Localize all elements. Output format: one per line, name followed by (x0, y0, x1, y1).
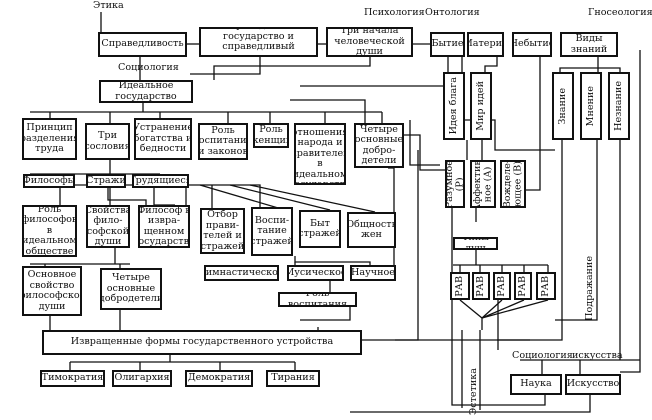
node-ignorance: Незнание (608, 72, 630, 140)
node-relations-people-rulers: Взаимо­отношения народа и правителей в и… (294, 123, 346, 185)
section-label-ethics: Этика (93, 0, 124, 11)
node-gymnastic: Гимнастическое (204, 265, 279, 281)
section-label-imitation: Подражание (584, 256, 595, 321)
node-properties-philosopher-soul: Свойства фило­софской души (86, 205, 130, 248)
soul-type-5: РАВ (536, 272, 556, 300)
node-main-property-soul: Основное свойство философской души (22, 266, 82, 316)
section-label-art: искусства (572, 350, 623, 361)
node-elimination-wealth-poverty: Устранение богатства и бедности (134, 118, 192, 160)
section-label-sociology-of-art: Социология (512, 350, 573, 361)
node-desire: Вожделе­ющее (В) (500, 160, 526, 208)
section-label-sociology: Социология (118, 62, 179, 73)
node-timocracy: Тимократия (40, 370, 105, 387)
node-community-of-wives: Общность жен (347, 212, 396, 248)
node-scientific: Научное (350, 265, 396, 281)
node-four-virtues-top: Четыре основные добро­детели (354, 123, 404, 168)
node-three-estates: Три сословия (85, 123, 130, 160)
node-role-of-education: Роль воспитания (278, 292, 357, 307)
node-philosopher-perverted-state: Философ в изврa­щенном государстве (138, 205, 190, 248)
node-soul-types: Типы душ (453, 237, 498, 250)
node-being: Бытие (430, 32, 465, 57)
node-justice: Справедливость (98, 32, 187, 57)
node-selection-rulers-guards: Отбор прави­телей и стражей (200, 208, 245, 254)
soul-type-2: РАВ (472, 272, 490, 300)
node-idea-of-good: Идея блага (443, 72, 465, 140)
node-affective: Аффектив­ное (А) (470, 160, 496, 208)
node-oligarchy: Олигархия (112, 370, 172, 387)
node-world-of-ideas: Мир идей (470, 72, 492, 140)
section-label-aesthetics: Эстетика (468, 368, 479, 416)
section-label-psychology: Психология (364, 7, 425, 18)
node-role-philosophers: Роль философов в идеальном обществе (22, 205, 77, 257)
node-four-virtues-bottom: Четыре основные добродетели (100, 268, 162, 310)
node-ideal-state: Идеальное государство (99, 80, 193, 103)
node-workers: Трудящиеся (132, 174, 189, 188)
soul-type-3: РАВ (493, 272, 511, 300)
node-philosophers: Философы (23, 174, 75, 188)
node-matter: Материя (467, 32, 504, 57)
node-reason: Разумное (Р) (445, 160, 465, 208)
soul-type-1: РАВ (450, 272, 470, 300)
node-life-of-guards: Быт стражей (299, 210, 341, 248)
node-just-state: Справедливое государство и справедливый … (199, 27, 318, 57)
node-three-beginnings: Три начала человеческой души (326, 27, 413, 57)
node-role-of-education-laws: Роль воспитания и законов (198, 123, 248, 160)
node-kinds-of-knowledge: Виды знаний (560, 32, 618, 57)
node-democracy: Демократия (185, 370, 253, 387)
node-non-being: Небытие (512, 32, 552, 57)
node-education-of-guards: Воспи­тание стражей (251, 207, 293, 256)
node-opinion: Мнение (580, 72, 602, 140)
soul-type-4: РАВ (514, 272, 532, 300)
node-musical: Мусическое (287, 265, 344, 281)
section-label-ontology: Онтология (425, 7, 480, 18)
node-science: Наука (510, 374, 562, 395)
node-art: Искусство (565, 374, 621, 395)
node-guards: Стражи (86, 174, 126, 188)
section-label-gnoseology: Гносеология (588, 7, 652, 18)
node-division-of-labor: Принцип разделения труда (22, 118, 77, 160)
node-role-of-women: Роль женщин (253, 123, 289, 148)
node-knowledge: Знание (552, 72, 574, 140)
node-tyranny: Тирания (266, 370, 320, 387)
node-perverted-forms: Извращенные формы государственного устро… (42, 330, 362, 355)
